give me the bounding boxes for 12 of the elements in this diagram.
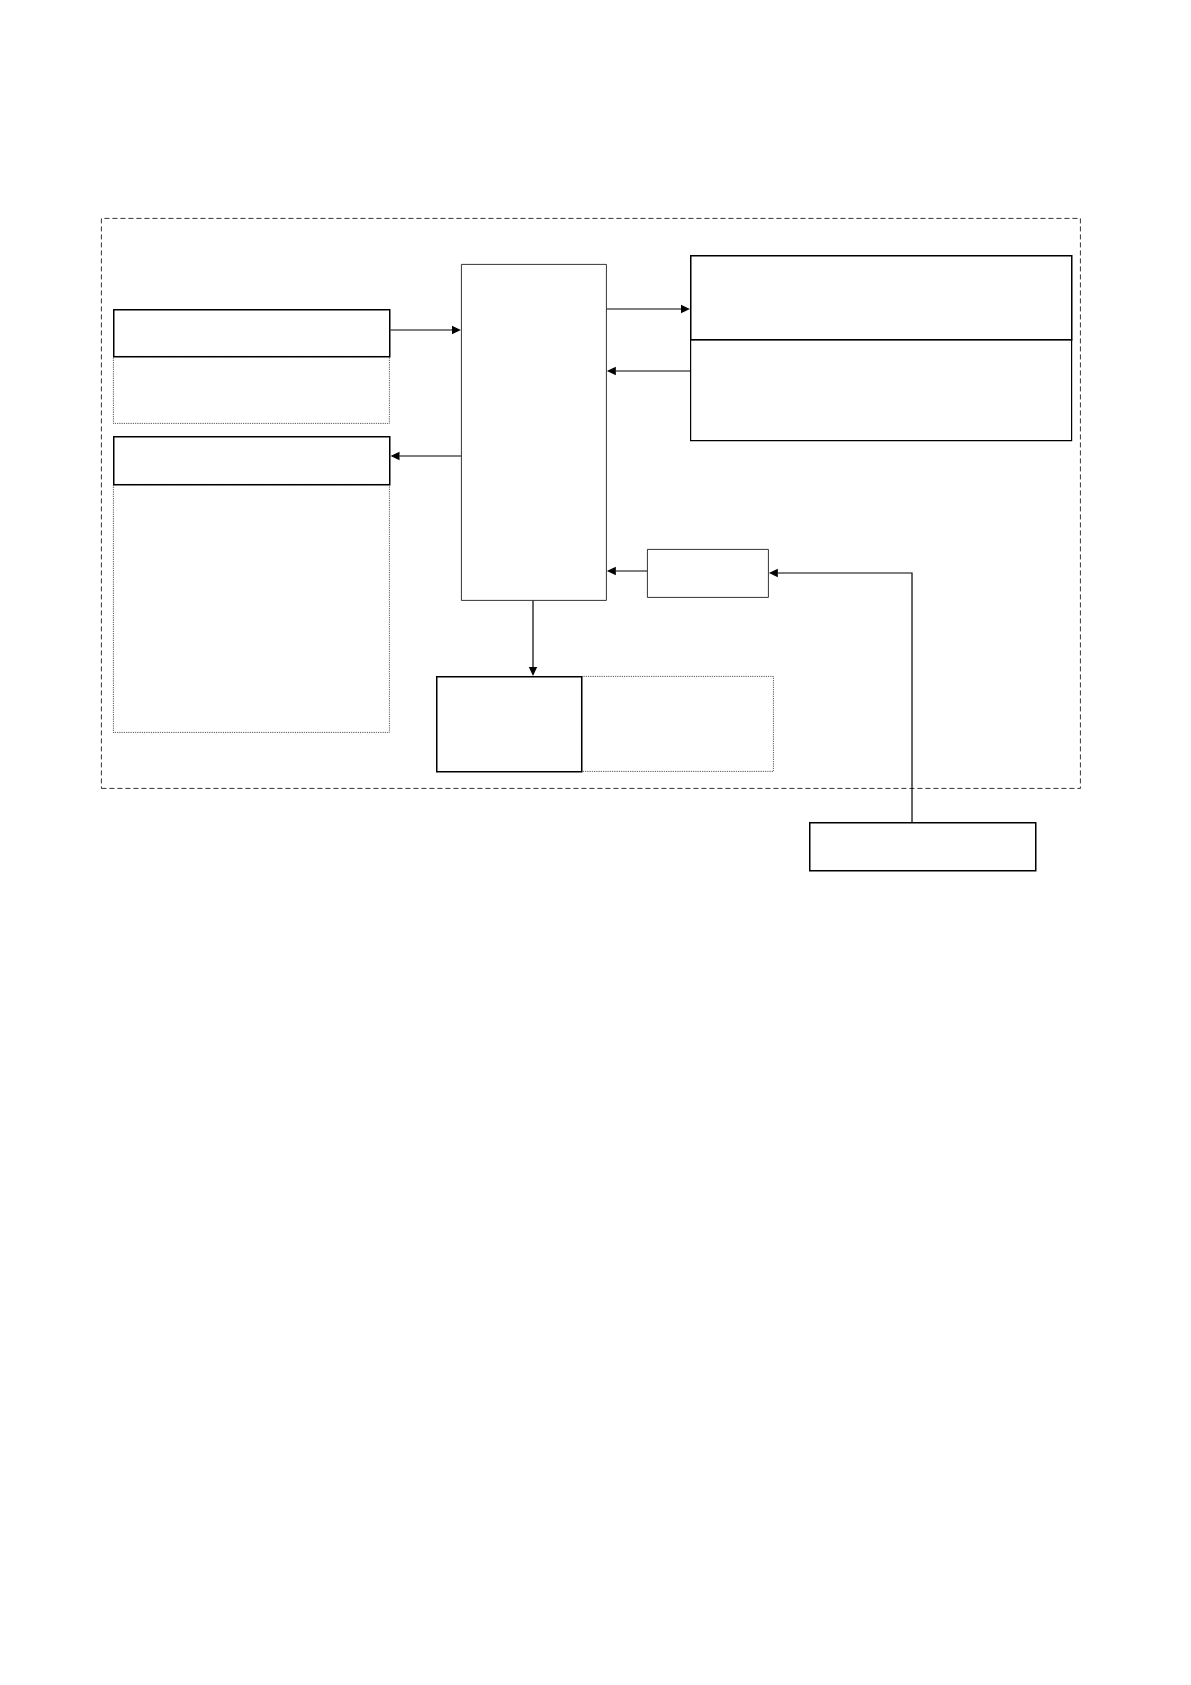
box (647, 549, 769, 598)
dotted-box (113, 356, 390, 424)
box (436, 676, 583, 773)
system-boundary (101, 218, 1081, 789)
dotted-box (581, 676, 774, 772)
box (809, 822, 1037, 872)
box (690, 255, 1073, 341)
box (113, 309, 391, 358)
dotted-box (113, 484, 390, 733)
box (461, 264, 607, 601)
box (690, 339, 1073, 442)
box (113, 436, 391, 486)
